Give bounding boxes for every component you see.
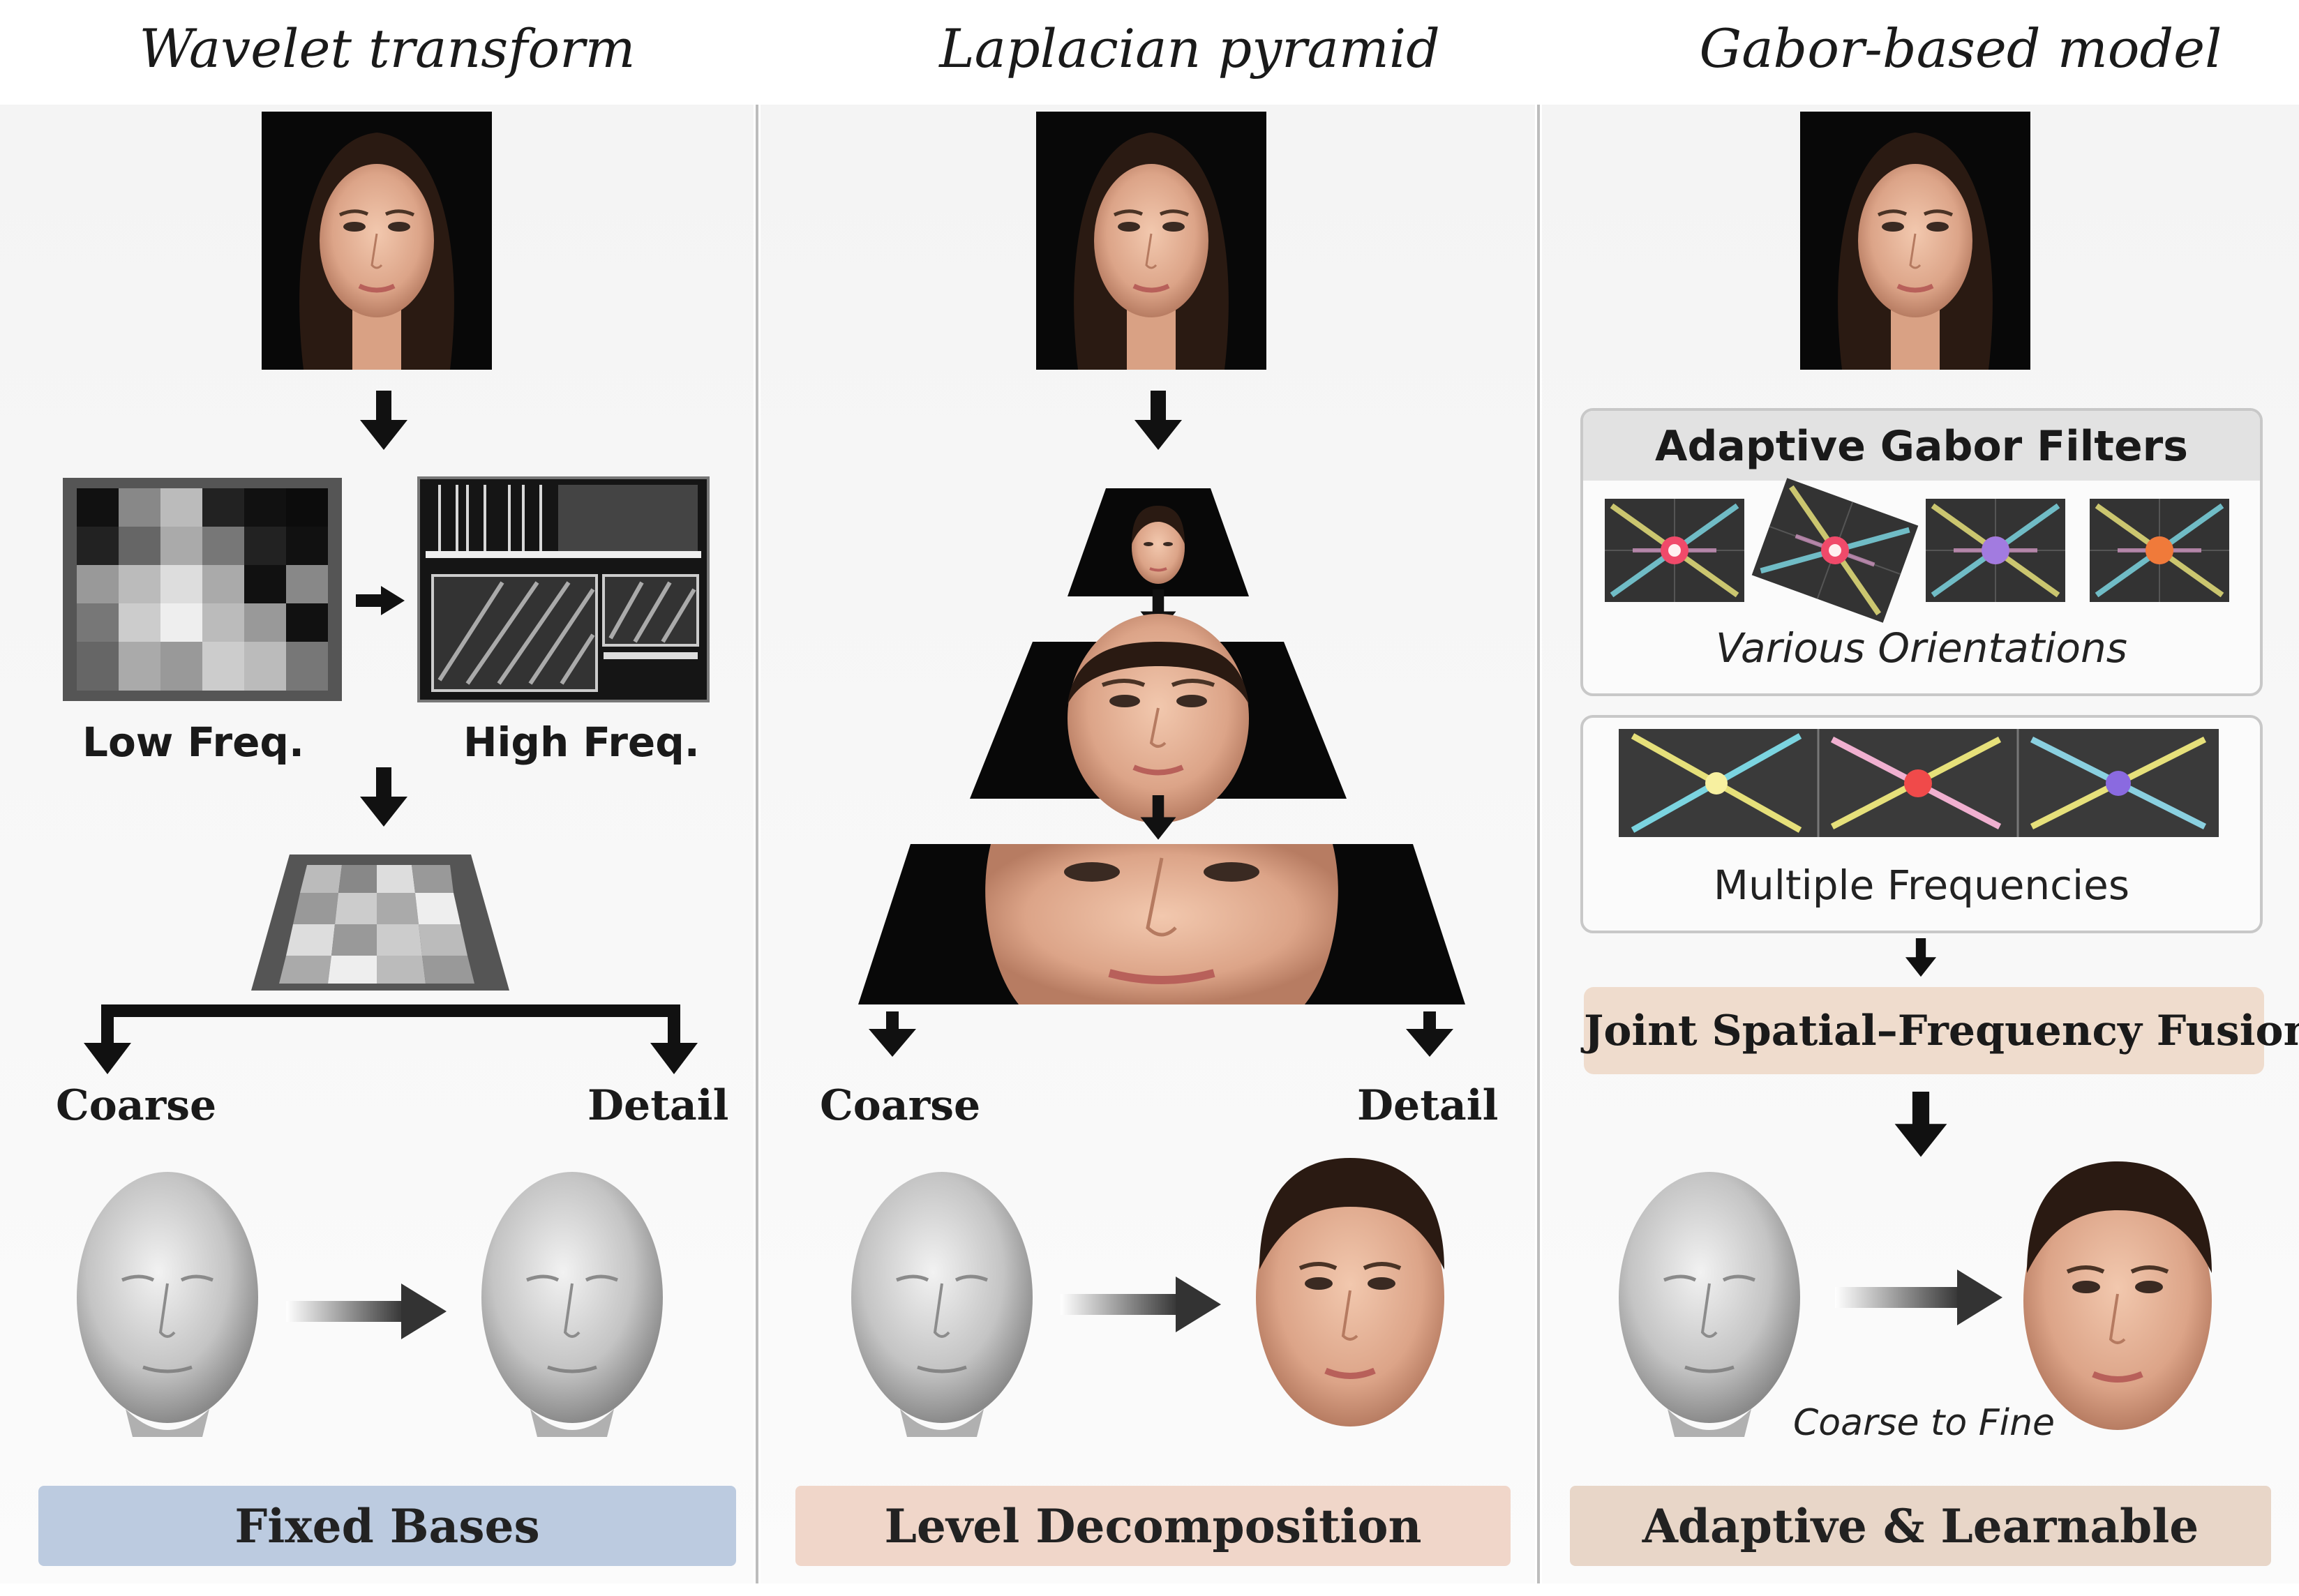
laplacian-arrow-3 [1140,795,1176,840]
gabor-input-portrait [1800,112,2030,370]
wavelet-detail-mesh [467,1158,677,1451]
laplacian-coarse-mesh [837,1158,1047,1451]
coarse-to-fine-label: Coarse to Fine [1793,1402,2055,1444]
laplacian-coarse-label: Coarse [820,1081,981,1130]
joint-fusion-label: Joint Spatial–Frequency Fusion [1584,1007,2299,1055]
gabor-arrow-1 [1905,938,1937,977]
laplacian-textured-head [1245,1151,1455,1444]
gabor-refine-arrow [1835,1270,2002,1325]
gabor-filter-1 [1605,499,1744,602]
gabor-filter-3 [1926,499,2065,602]
wavelet-merged-grid [251,855,509,991]
pyramid-level-2 [970,614,1347,823]
filters-header-bg [1583,411,2260,481]
adaptive-learnable-footer: Adaptive & Learnable [1570,1486,2271,1566]
various-orientations-label: Various Orientations [1715,624,2128,672]
gabor-textured-head [2013,1154,2222,1447]
adaptive-gabor-filters-title: Adaptive Gabor Filters [1655,422,2188,471]
gabor-filter-2 [1765,499,1905,602]
high-freq-image [417,476,710,702]
wavelet-refine-arrow [286,1283,447,1339]
laplacian-arrow-2 [1140,589,1176,634]
gabor-coarse-mesh [1605,1158,1814,1451]
laplacian-detail-label: Detail [1357,1081,1499,1130]
wavelet-arrow-right [356,586,405,615]
divider-right [1537,105,1540,1583]
pyramid-level-3 [858,844,1465,1004]
low-freq-image [63,478,342,701]
divider-left [756,105,758,1583]
wavelet-input-portrait [262,112,492,370]
level-decomposition-footer: Level Decomposition [795,1486,1511,1566]
high-freq-label: High Freq. [463,718,700,766]
laplacian-split-arrows [869,1011,1453,1057]
gabor-frequency-strip [1619,729,2219,837]
gabor-filter-4 [2090,499,2229,602]
laplacian-refine-arrow [1061,1277,1221,1332]
fixed-bases-footer: Fixed Bases [38,1486,736,1566]
wavelet-split-arrows [84,1004,698,1074]
pyramid-level-1 [1068,488,1249,596]
wavelet-detail-label: Detail [587,1081,729,1130]
laplacian-input-portrait [1036,112,1266,370]
multiple-frequencies-label: Multiple Frequencies [1713,861,2130,909]
fusion-box [1584,987,2264,1074]
low-freq-label: Low Freq. [82,718,304,766]
title-wavelet: Wavelet transform [139,17,636,80]
title-laplacian: Laplacian pyramid [939,17,1440,80]
wavelet-coarse-mesh [63,1158,272,1451]
wavelet-coarse-label: Coarse [56,1081,217,1130]
title-gabor: Gabor-based model [1699,17,2222,80]
